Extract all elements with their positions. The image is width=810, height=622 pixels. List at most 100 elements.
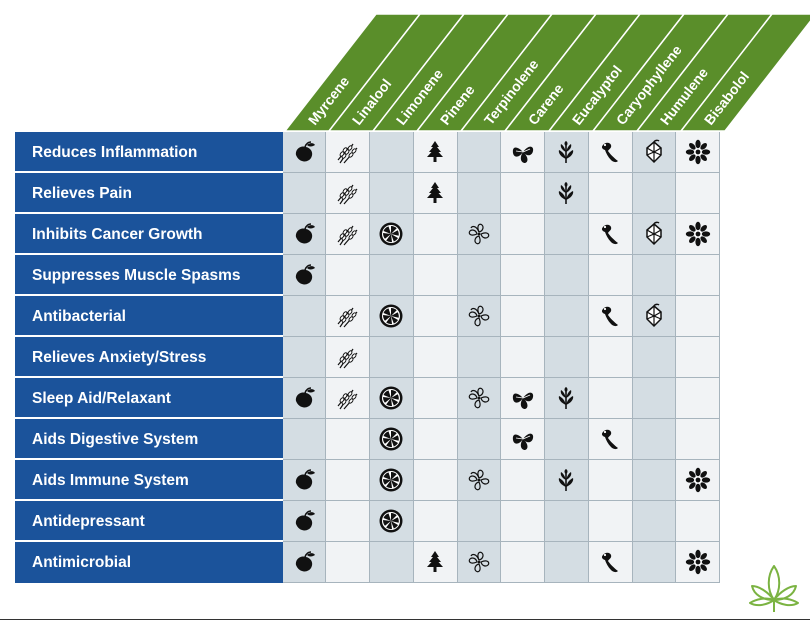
- hops-icon: [646, 303, 662, 328]
- table-row: Relieves Anxiety/Stress: [15, 337, 721, 378]
- grid-cell-humulene: [632, 501, 677, 542]
- table-row: Reduces Inflammation: [15, 132, 721, 173]
- grid-cell-caryophyllene: [588, 501, 633, 542]
- grid-cell-eucalyptol: [545, 419, 589, 460]
- citrus-slice-icon: [379, 509, 403, 533]
- grid-cell-humulene: [632, 378, 677, 419]
- bottom-rule: [0, 619, 810, 620]
- grid-cell-linalool: [326, 460, 371, 501]
- grid-cell-caryophyllene: [588, 460, 633, 501]
- table-row: Relieves Pain: [15, 173, 721, 214]
- grid-cell-pinene: [413, 542, 458, 583]
- grid-cell-carene: [501, 419, 546, 460]
- grid-cell-carene: [501, 132, 546, 173]
- grid-cell-myrcene: [282, 296, 327, 337]
- grid-cell-eucalyptol: [545, 542, 589, 583]
- grid-cell-terpinolene: [457, 460, 502, 501]
- grid-cell-pinene: [413, 501, 458, 542]
- grid-cell-myrcene: [282, 214, 327, 255]
- row-label: Aids Digestive System: [15, 419, 283, 460]
- row-label: Relieves Anxiety/Stress: [15, 337, 283, 378]
- table-row: Antimicrobial: [15, 542, 721, 583]
- mango-icon: [295, 469, 315, 490]
- grid-cell-pinene: [413, 173, 458, 214]
- grid-cell-bisabolol: [676, 173, 721, 214]
- basil-leaves-icon: [512, 433, 533, 450]
- table-row: Sleep Aid/Relaxant: [15, 378, 721, 419]
- grid-cell-limonene: [370, 378, 414, 419]
- grid-cell-caryophyllene: [588, 378, 633, 419]
- lavender-icon: [337, 184, 358, 205]
- grid-cell-bisabolol: [676, 460, 721, 501]
- mango-icon: [295, 141, 315, 162]
- mango-icon: [295, 264, 315, 285]
- grid-cell-terpinolene: [457, 501, 502, 542]
- grid-cell-pinene: [413, 460, 458, 501]
- clove-icon: [602, 429, 619, 450]
- flower-outline-icon: [468, 223, 490, 245]
- grid-cell-terpinolene: [457, 132, 502, 173]
- grid-cell-eucalyptol: [545, 378, 589, 419]
- row-label: Antimicrobial: [15, 542, 283, 583]
- citrus-slice-icon: [379, 304, 403, 328]
- grid-cell-humulene: [632, 460, 677, 501]
- grid-cell-myrcene: [282, 419, 327, 460]
- grid-cell-humulene: [632, 255, 677, 296]
- grid-cell-limonene: [370, 173, 414, 214]
- grid-cell-linalool: [326, 214, 371, 255]
- grid-cell-myrcene: [282, 173, 327, 214]
- grid-cell-caryophyllene: [588, 132, 633, 173]
- lavender-icon: [337, 225, 358, 246]
- grid-cell-terpinolene: [457, 542, 502, 583]
- grid-cell-pinene: [413, 255, 458, 296]
- grid-cell-terpinolene: [457, 255, 502, 296]
- flower-outline-icon: [468, 551, 490, 573]
- grid-cell-caryophyllene: [588, 214, 633, 255]
- flower-outline-icon: [468, 305, 490, 327]
- grid-cell-bisabolol: [676, 419, 721, 460]
- grid-cell-eucalyptol: [545, 255, 589, 296]
- grid-cell-myrcene: [282, 501, 327, 542]
- row-label: Antidepressant: [15, 501, 283, 542]
- mango-icon: [295, 387, 315, 408]
- pine-tree-icon: [427, 141, 444, 162]
- grid-cell-carene: [501, 460, 546, 501]
- grid-cell-linalool: [326, 255, 371, 296]
- grid-cell-limonene: [370, 460, 414, 501]
- grid-cell-bisabolol: [676, 542, 721, 583]
- row-label: Sleep Aid/Relaxant: [15, 378, 283, 419]
- grid-cell-eucalyptol: [545, 296, 589, 337]
- grid-cell-linalool: [326, 173, 371, 214]
- grid-cell-bisabolol: [676, 214, 721, 255]
- eucalyptus-sprig-icon: [559, 182, 574, 204]
- grid-cell-carene: [501, 296, 546, 337]
- grid-cell-linalool: [326, 419, 371, 460]
- grid-cell-myrcene: [282, 378, 327, 419]
- eucalyptus-sprig-icon: [559, 141, 574, 163]
- clove-icon: [602, 224, 619, 245]
- chamomile-flower-icon: [685, 467, 710, 493]
- grid-cell-bisabolol: [676, 501, 721, 542]
- lavender-icon: [337, 389, 358, 410]
- grid-cell-limonene: [370, 296, 414, 337]
- hops-icon: [646, 139, 662, 164]
- row-label: Aids Immune System: [15, 460, 283, 501]
- flower-outline-icon: [468, 469, 490, 491]
- grid-cell-bisabolol: [676, 337, 721, 378]
- pine-tree-icon: [427, 182, 444, 203]
- grid-cell-terpinolene: [457, 419, 502, 460]
- grid-cell-carene: [501, 337, 546, 378]
- grid-cell-bisabolol: [676, 132, 721, 173]
- grid-cell-terpinolene: [457, 378, 502, 419]
- grid-cell-humulene: [632, 173, 677, 214]
- grid-cell-pinene: [413, 132, 458, 173]
- row-label: Reduces Inflammation: [15, 132, 283, 173]
- grid-cell-carene: [501, 173, 546, 214]
- grid-cell-myrcene: [282, 337, 327, 378]
- grid-cell-bisabolol: [676, 255, 721, 296]
- citrus-slice-icon: [379, 427, 403, 451]
- row-label: Relieves Pain: [15, 173, 283, 214]
- grid-cell-pinene: [413, 296, 458, 337]
